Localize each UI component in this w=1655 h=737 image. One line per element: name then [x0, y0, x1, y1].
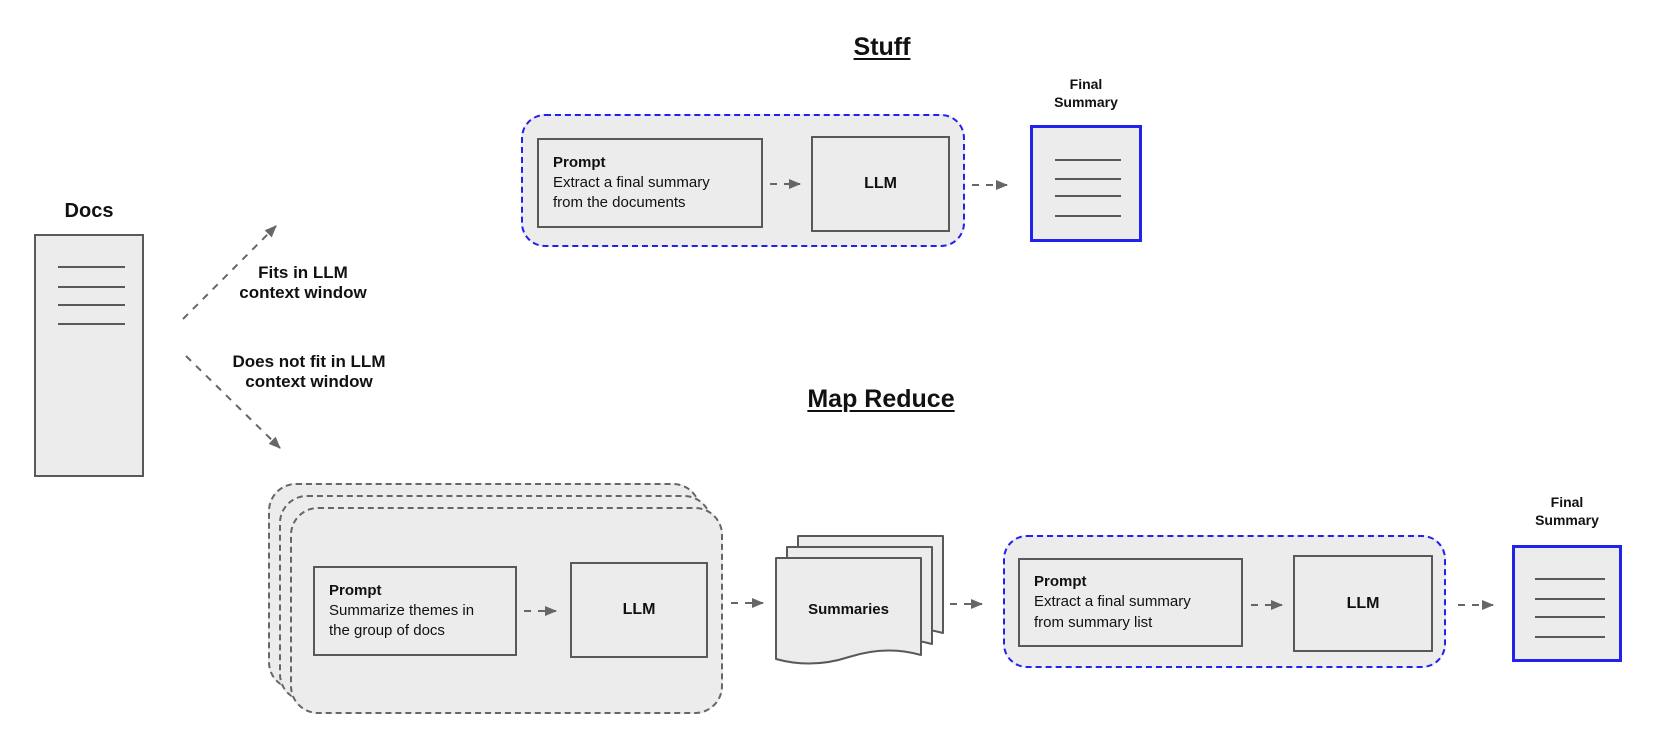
text-line [58, 266, 125, 268]
mapreduce-final-summary-label: Final Summary [1535, 494, 1599, 528]
text-line [1535, 578, 1605, 580]
map-prompt-title: Prompt [329, 581, 382, 599]
summaries-docs-icon [775, 535, 944, 665]
stuff-prompt-box: Prompt Extract a final summary from the … [537, 138, 763, 228]
text-line [58, 323, 125, 325]
text-line [1055, 215, 1121, 217]
reduce-prompt-title: Prompt [1034, 573, 1087, 591]
stuff-final-summary-box [1030, 125, 1142, 242]
reduce-prompt-box: Prompt Extract a final summary from summ… [1018, 558, 1243, 647]
text-line [1055, 159, 1121, 161]
text-line [1535, 598, 1605, 600]
text-line [1535, 616, 1605, 618]
does-not-fit-label: Does not fit in LLM context window [232, 352, 386, 392]
text-line [58, 286, 125, 288]
text-line [1535, 636, 1605, 638]
stuff-prompt-title: Prompt [553, 153, 606, 171]
map-prompt-body: Summarize themes in the group of docs [329, 601, 475, 640]
map-reduce-title: Map Reduce [807, 385, 955, 413]
mapreduce-final-summary-box [1512, 545, 1622, 662]
map-llm-box: LLM [570, 562, 708, 658]
text-line [1055, 178, 1121, 180]
reduce-llm-box: LLM [1293, 555, 1433, 652]
stuff-final-summary-label: Final Summary [1054, 76, 1118, 110]
stuff-llm-box: LLM [811, 136, 950, 232]
map-prompt-box: Prompt Summarize themes in the group of … [313, 566, 517, 656]
stuff-prompt-body: Extract a final summary from the documen… [553, 173, 710, 212]
docs-label: Docs [64, 200, 114, 222]
summaries-label: Summaries [808, 601, 889, 618]
reduce-prompt-body: Extract a final summary from summary lis… [1034, 593, 1191, 631]
docs-box [34, 234, 144, 477]
stuff-title: Stuff [853, 33, 911, 61]
fits-in-context-label: Fits in LLM context window [239, 263, 367, 303]
text-line [58, 304, 125, 306]
text-line [1055, 195, 1121, 197]
